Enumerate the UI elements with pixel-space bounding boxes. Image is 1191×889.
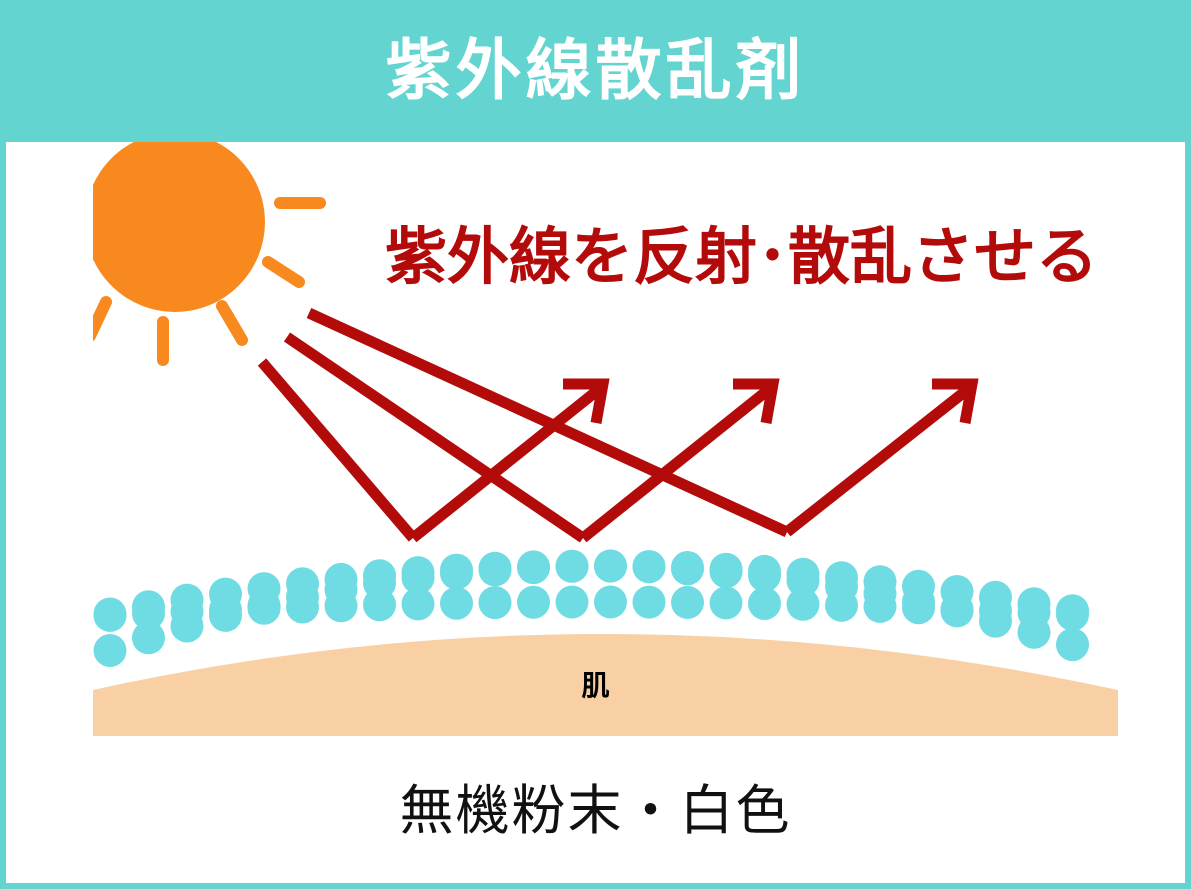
particle xyxy=(940,575,974,608)
particle xyxy=(440,553,473,587)
arrowhead xyxy=(563,378,610,424)
header-bar: 紫外線散乱剤 xyxy=(0,0,1191,142)
particle xyxy=(170,583,204,617)
particle xyxy=(671,585,704,619)
diagram-caption: 無機粉末・白色 xyxy=(399,779,792,842)
particle xyxy=(132,590,165,624)
ray-incoming-2 xyxy=(283,332,587,543)
particle xyxy=(632,550,666,583)
particle xyxy=(401,556,435,590)
sun-icon xyxy=(93,142,326,366)
particle xyxy=(863,565,897,599)
particle xyxy=(247,572,281,606)
particle xyxy=(440,586,473,620)
particle xyxy=(979,580,1012,614)
particle xyxy=(825,561,858,595)
particle xyxy=(786,587,820,621)
particle xyxy=(786,557,820,591)
particle xyxy=(709,586,743,620)
ray-outgoing-1 xyxy=(409,381,607,543)
particle xyxy=(555,549,589,583)
ray-outgoing-2 xyxy=(579,381,777,543)
particle xyxy=(324,562,358,596)
particle xyxy=(1056,594,1089,628)
sun-ray xyxy=(216,300,248,346)
powder-particles xyxy=(93,549,1089,667)
ray-incoming-3 xyxy=(306,307,790,538)
particle xyxy=(363,559,396,593)
particle xyxy=(286,567,319,601)
particle xyxy=(93,634,127,667)
ray-incoming-1 xyxy=(257,358,418,542)
particle xyxy=(517,585,550,619)
particle xyxy=(286,590,319,624)
arrowhead xyxy=(932,378,979,424)
page-title: 紫外線散乱剤 xyxy=(385,32,806,109)
particle xyxy=(209,577,242,611)
skin-label: 肌 xyxy=(581,669,610,702)
particle xyxy=(555,585,589,619)
particle xyxy=(478,586,512,620)
particle xyxy=(517,550,550,584)
particle xyxy=(401,587,435,621)
sun-disc xyxy=(93,142,265,312)
particle xyxy=(478,551,512,585)
particle xyxy=(748,554,781,588)
particle xyxy=(93,597,127,631)
particle xyxy=(825,588,858,622)
particle xyxy=(632,585,666,619)
diagram-headline: 紫外線を反射･散乱させる xyxy=(385,220,1099,293)
skin-layer xyxy=(93,634,1118,736)
ray-outgoing-3 xyxy=(783,381,976,537)
particle xyxy=(863,589,897,623)
particle xyxy=(594,585,627,619)
particle xyxy=(594,549,627,583)
particle xyxy=(1056,628,1089,662)
particle xyxy=(1017,587,1051,621)
particle xyxy=(709,552,743,586)
particle xyxy=(748,587,781,620)
particle xyxy=(671,551,704,584)
arrowhead xyxy=(733,378,780,424)
particle xyxy=(324,589,358,623)
sun-ray xyxy=(262,256,305,288)
particle xyxy=(132,621,165,655)
sun-ray xyxy=(93,296,112,342)
uv-ray-arrows xyxy=(257,307,979,543)
particle xyxy=(363,588,396,622)
particle xyxy=(902,569,935,603)
